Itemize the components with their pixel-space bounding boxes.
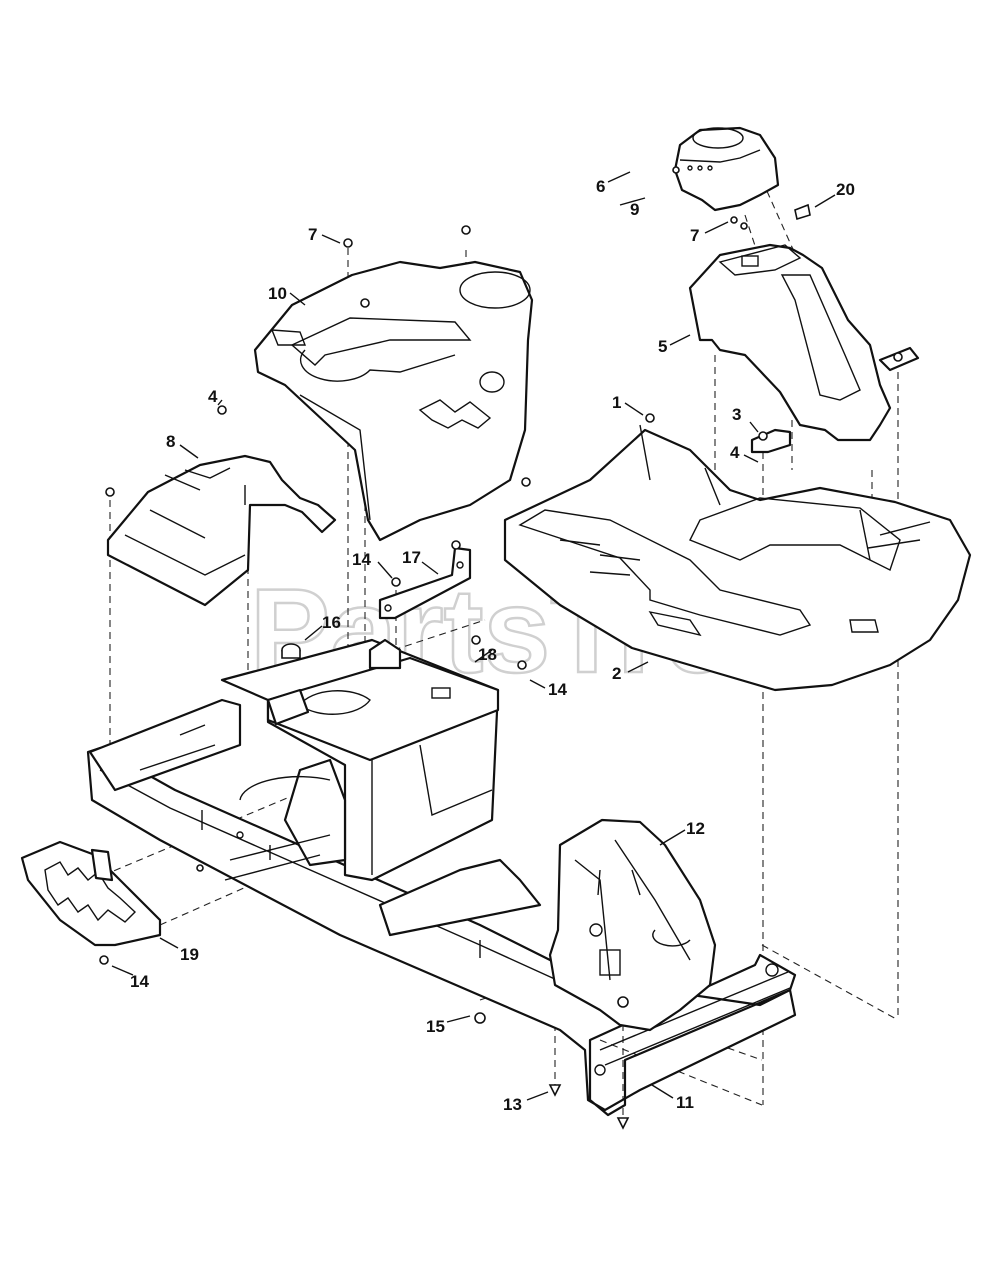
part-5-tower: [688, 243, 920, 442]
frame-inner-details: [88, 698, 542, 937]
part-8-shroud: [106, 454, 337, 607]
callout-16: 16: [322, 613, 341, 632]
callout-5: 5: [658, 337, 667, 356]
part-19-selector-plate: [20, 840, 162, 947]
callout-8: 8: [166, 432, 175, 451]
callout-7-right: 7: [690, 226, 699, 245]
callout-1: 1: [612, 393, 621, 412]
part-3-cap: [750, 428, 792, 454]
callout-10: 10: [268, 284, 287, 303]
callout-19: 19: [180, 945, 199, 964]
callout-14-right: 14: [548, 680, 567, 699]
callout-2: 2: [612, 664, 621, 683]
leader-lines: [111, 171, 836, 1101]
part-12-bracket: [548, 818, 717, 1032]
callout-20: 20: [836, 180, 855, 199]
part-2-body: [503, 424, 972, 692]
callout-4-right: 4: [730, 443, 740, 462]
part-17-bracket: [378, 546, 472, 620]
part-20-clip: [794, 203, 811, 221]
part-18-seat-box: [220, 638, 500, 882]
callout-18: 18: [478, 645, 497, 664]
part-16-knob: [281, 643, 301, 659]
callout-labels: 7 10 4 8 14 17 16 18 14 6 9 7 20 5 1 3 4…: [130, 177, 855, 1114]
callout-14-center: 14: [352, 550, 371, 569]
callout-12: 12: [686, 819, 705, 838]
callout-7-left: 7: [308, 225, 317, 244]
hardware: [99, 166, 903, 1130]
callout-4-left: 4: [208, 387, 218, 406]
callout-3: 3: [732, 405, 741, 424]
callout-13: 13: [503, 1095, 522, 1114]
part-10-console: [253, 260, 534, 542]
callout-9: 9: [630, 200, 639, 219]
callout-17: 17: [402, 548, 421, 567]
callout-14-bottom: 14: [130, 972, 149, 991]
callout-11: 11: [676, 1093, 694, 1112]
callout-15: 15: [426, 1017, 445, 1036]
part-9-dash-top: [673, 126, 780, 212]
callout-6: 6: [596, 177, 605, 196]
